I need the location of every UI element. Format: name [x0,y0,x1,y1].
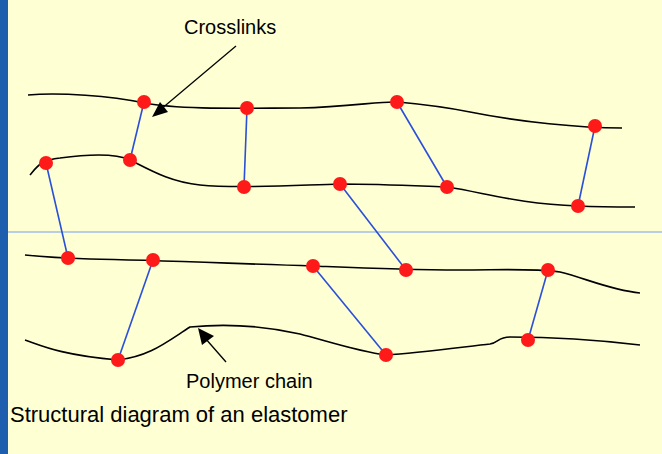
leader-arrows [152,46,236,362]
polymer-chains [25,94,640,360]
divider-line [8,231,662,233]
diagram-caption: Structural diagram of an elastomer [10,402,348,427]
part-label: Crosslinks [184,16,276,39]
crosslink-dots [39,95,602,367]
part-label: Polymer chain [186,370,313,393]
crosslink-lines [46,102,595,360]
background-panel [8,0,662,454]
